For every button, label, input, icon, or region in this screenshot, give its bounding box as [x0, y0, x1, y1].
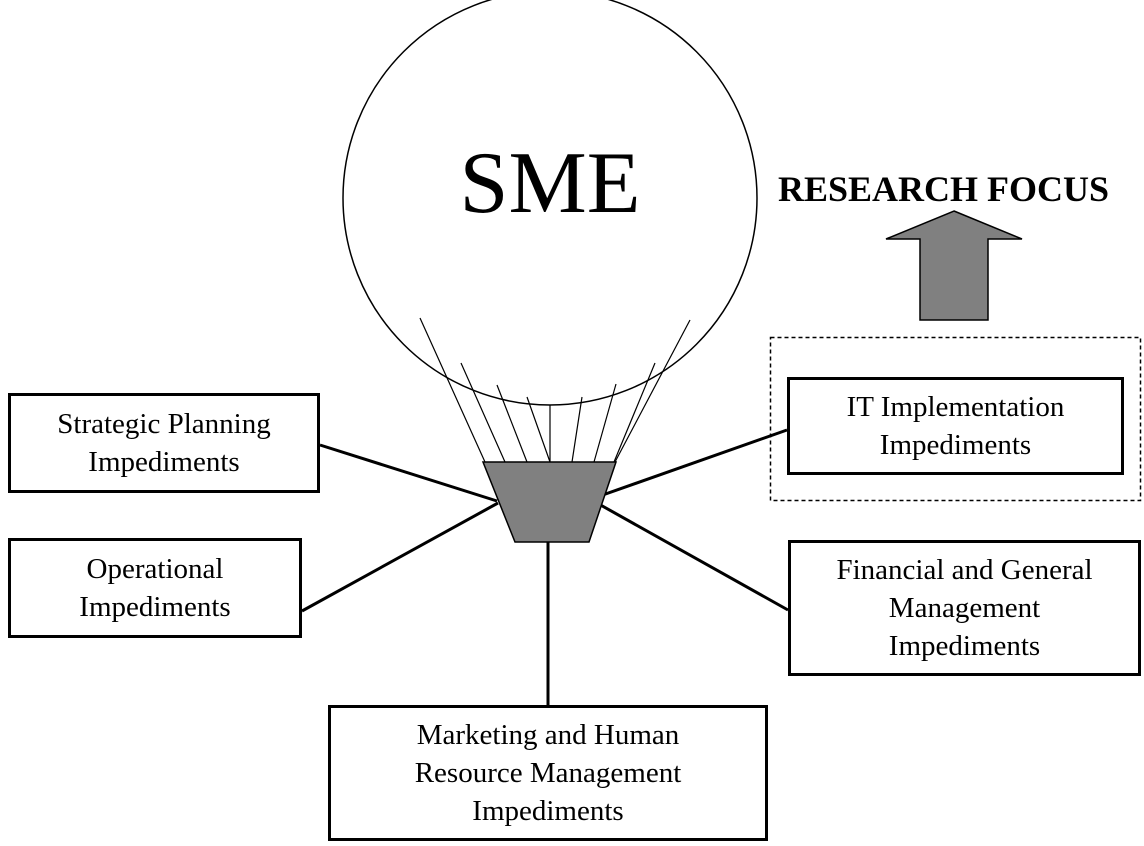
connector-it: [596, 428, 788, 499]
box-line: Impediments: [79, 591, 231, 623]
balloon-basket: [481, 461, 618, 543]
marketing-hr-box: Marketing and Human Resource Management …: [328, 705, 768, 841]
up-arrow-icon: [885, 210, 1023, 321]
financial-general-box: Financial and General Management Impedim…: [788, 540, 1141, 676]
research-focus-frame: [769, 336, 1142, 502]
it-implementation-box: IT Implementation Impediments: [787, 377, 1124, 475]
box-line: Strategic Planning: [57, 408, 271, 440]
connector-strategic: [319, 443, 498, 503]
connector-operational: [301, 501, 499, 613]
box-line: IT Implementation: [846, 391, 1065, 423]
box-line: Financial and General: [836, 554, 1093, 586]
box-line: Impediments: [888, 630, 1041, 662]
box-line: Operational: [86, 553, 224, 585]
box-line: Management: [888, 592, 1041, 624]
box-line: Marketing and Human: [416, 719, 680, 751]
box-line: Impediments: [879, 429, 1032, 461]
connector-lines: [301, 428, 789, 705]
operational-box: Operational Impediments: [8, 538, 302, 638]
box-line: Resource Management: [414, 757, 682, 789]
research-focus-label: RESEARCH FOCUS: [778, 169, 1110, 209]
strategic-planning-box: Strategic Planning Impediments: [8, 393, 320, 493]
balloon-label: SME: [459, 135, 641, 232]
balloon-ropes: [419, 317, 691, 463]
box-line: Impediments: [88, 446, 240, 478]
connector-financial: [596, 501, 789, 612]
box-line: Impediments: [472, 795, 624, 827]
